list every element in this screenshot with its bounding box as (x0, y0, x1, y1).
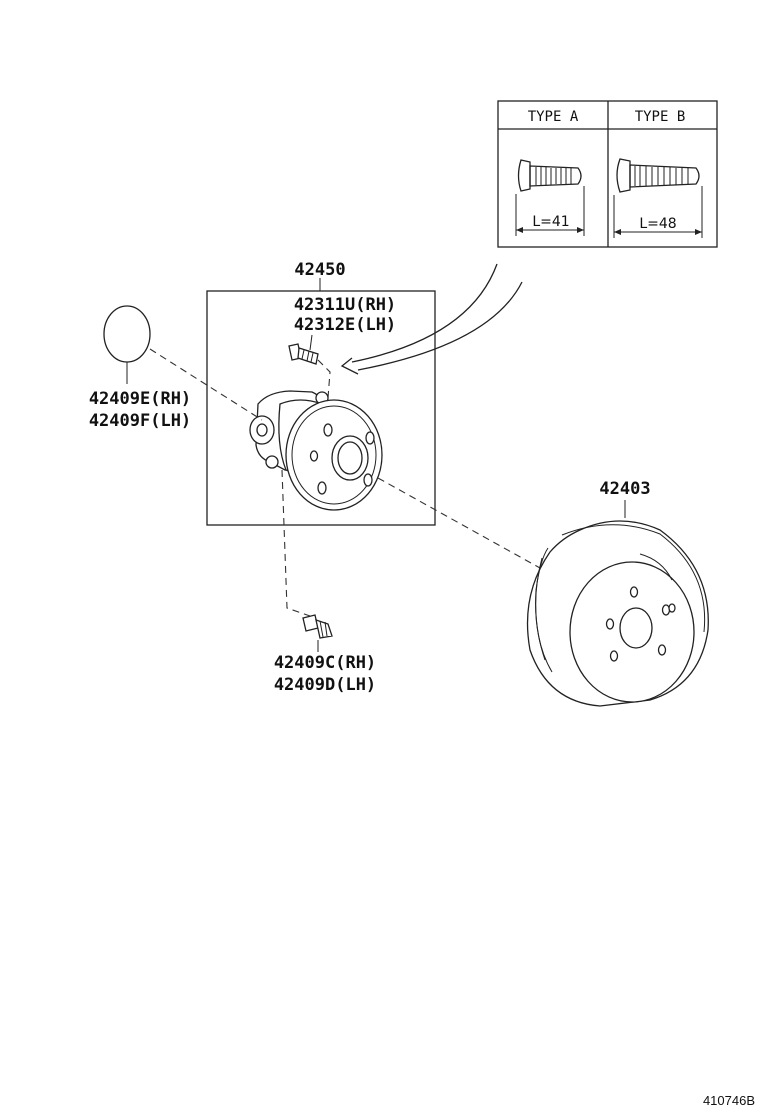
type-a-stud-illustration: L=41 (515, 159, 585, 236)
cap-lh-number: 42409F(LH) (89, 411, 191, 431)
type-pointer-curve-lower (357, 281, 523, 371)
hub-bolt-rh-number: 42311U(RH) (294, 295, 396, 315)
type-pointer-curve-upper (351, 263, 498, 363)
stud-type-table: TYPE A TYPE B L=41 (497, 100, 718, 248)
type-a-header: TYPE A (528, 109, 579, 125)
mount-bolt-illustration (302, 614, 333, 639)
brake-drum-number: 42403 (599, 479, 650, 499)
hub-bolt-lh-number: 42312E(LH) (294, 315, 396, 335)
pointer-arrow-head (340, 357, 359, 375)
cap-rh-number: 42409E(RH) (89, 389, 191, 409)
mount-bolt-lh-number: 42409D(LH) (274, 675, 376, 695)
diagram-reference-code: 410746B (703, 1093, 755, 1108)
hub-assembly-number: 42450 (294, 260, 345, 280)
hub-cap-illustration (103, 305, 151, 363)
hub-bearing-illustration (249, 390, 383, 511)
hub-assembly-box (206, 290, 436, 526)
hub-bolt-illustration (288, 343, 319, 365)
brake-drum-illustration (526, 520, 709, 707)
type-b-stud-illustration: L=48 (613, 158, 703, 238)
type-a-length: L=41 (532, 214, 569, 230)
mount-bolt-rh-number: 42409C(RH) (274, 653, 376, 673)
type-b-header: TYPE B (635, 109, 686, 125)
type-b-length: L=48 (639, 216, 676, 232)
